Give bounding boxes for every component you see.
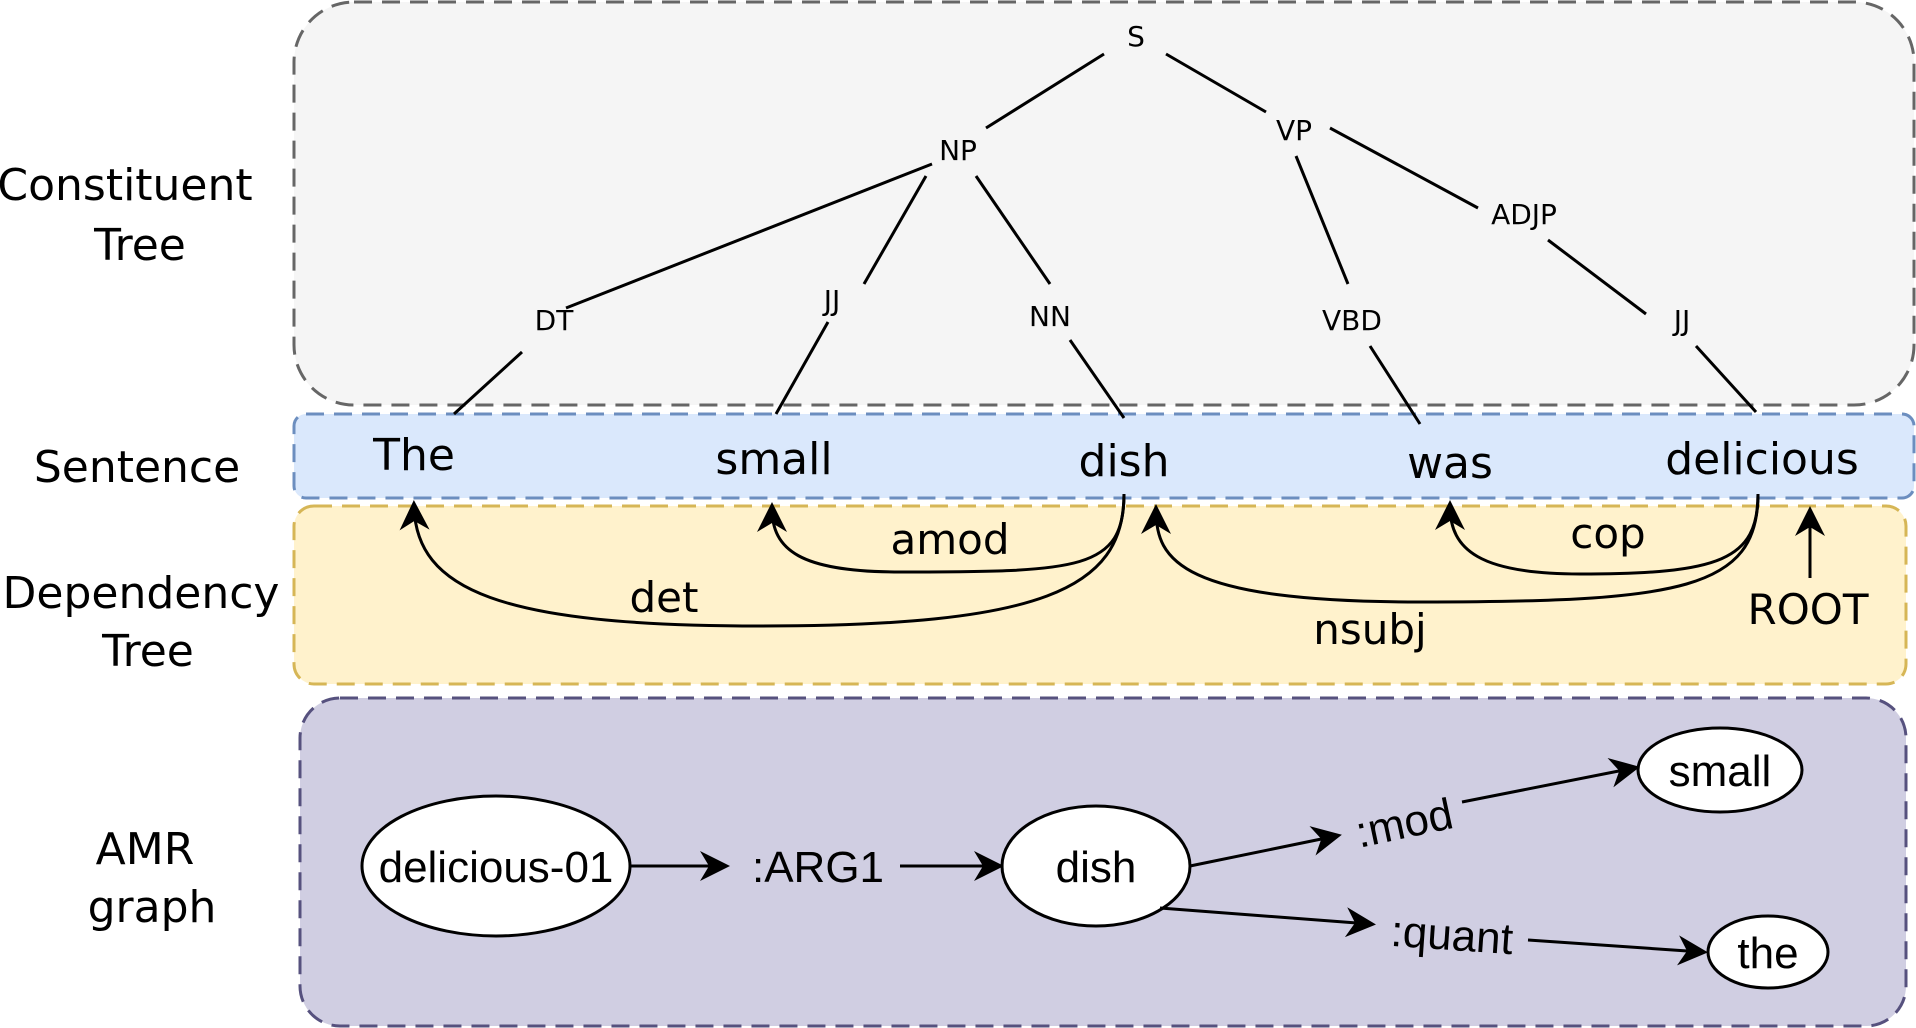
edge-np-jj (862, 175, 928, 285)
node-jj-delicious: JJ (1672, 304, 1691, 337)
edge-vp-adjp (1329, 126, 1479, 210)
word-delicious: delicious (1665, 434, 1859, 485)
node-vp: VP (1276, 114, 1312, 147)
sentence-panel (292, 412, 1916, 500)
node-vbd: VBD (1322, 304, 1382, 337)
dependency-section-label: Dependency Tree (3, 568, 294, 677)
edge-vbd-was (1368, 345, 1422, 425)
dep-label-cop: cop (1570, 509, 1645, 558)
amr-label-dish: dish (1056, 843, 1137, 892)
edge-adjp-jj (1547, 238, 1647, 316)
dep-label-amod: amod (890, 515, 1009, 564)
amr-label-delicious: delicious-01 (379, 843, 614, 892)
constituent-edges (452, 52, 1758, 425)
amr-label-small: small (1669, 747, 1772, 796)
node-dt: DT (535, 304, 575, 337)
edge-nn-dish (1068, 339, 1126, 419)
dep-label-root: ROOT (1748, 585, 1869, 634)
arc-cop (1435, 493, 1760, 576)
arc-det (399, 493, 1126, 628)
amr-edge-mod-small (1461, 757, 1640, 804)
amr-graph: delicious-01 :ARG1 dish :mod small :quan… (360, 726, 1830, 990)
word-was: was (1407, 438, 1493, 489)
node-adjp: ADJP (1491, 198, 1557, 231)
edge-dt-the (452, 350, 524, 416)
word-dish: dish (1079, 436, 1170, 487)
dependency-arcs (399, 493, 1825, 628)
amr-section-label: AMR graph (88, 824, 217, 933)
amr-edge-dish-mod (1189, 826, 1342, 868)
word-small: small (715, 434, 832, 485)
sentence-section-label: Sentence (34, 442, 240, 493)
edge-jj-delicious (1694, 344, 1758, 414)
edge-jj-small (774, 321, 830, 415)
edge-s-vp (1165, 52, 1267, 114)
constituent-panel (292, 0, 1916, 407)
amr-label-the: the (1737, 929, 1798, 978)
node-s: S (1127, 20, 1145, 53)
arc-nsubj (1141, 493, 1760, 604)
edge-vp-vbd (1294, 155, 1350, 285)
node-nn: NN (1029, 300, 1071, 333)
dep-label-det: det (630, 573, 699, 622)
edge-np-dt (565, 162, 933, 310)
word-the: The (372, 430, 455, 481)
edge-np-nn (974, 175, 1052, 285)
amr-node-the (1706, 914, 1830, 990)
constituent-nodes: S NP VP ADJP DT JJ NN VBD JJ (535, 20, 1691, 337)
node-np: NP (939, 134, 977, 167)
dependency-panel (292, 504, 1908, 686)
amr-label-arg1: :ARG1 (752, 843, 884, 892)
constituent-section-label: Constituent Tree (0, 160, 267, 271)
node-jj-small: JJ (822, 284, 841, 317)
edge-s-np (985, 52, 1105, 130)
amr-label-quant: :quant (1389, 907, 1514, 964)
amr-edge-quant-the (1527, 935, 1708, 966)
arc-amod (757, 493, 1126, 574)
amr-edge-dish-quant (1159, 906, 1376, 938)
sentence-words: The small dish was delicious (372, 430, 1859, 489)
dependency-labels: amod det nsubj cop ROOT (630, 509, 1869, 654)
dep-label-nsubj: nsubj (1313, 605, 1426, 654)
